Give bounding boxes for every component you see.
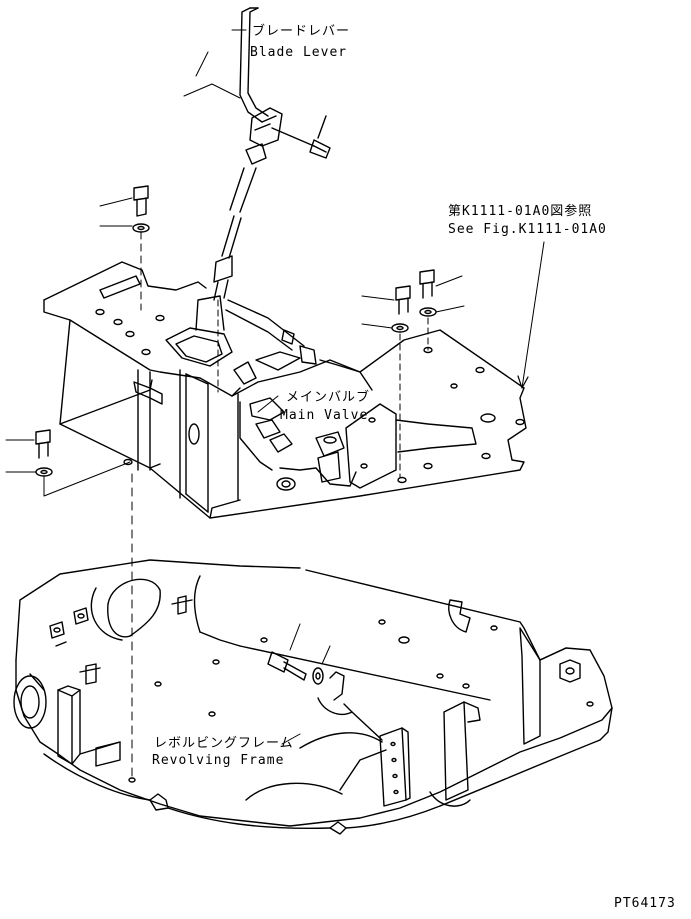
reference-label-en: See Fig.K1111-01A0 [448,222,607,237]
revolving-frame [14,560,612,834]
bolt-left [6,430,130,496]
bolt-top-left [100,186,149,310]
frame-bolt [268,624,330,684]
revolving-frame-label-jp: レボルビングフレーム [154,736,294,751]
bolt-right-lower [362,286,410,478]
lever-bolt [272,116,330,158]
reference-label-jp: 第K1111-01A0図参照 [448,204,593,219]
blade-lever-label-en: Blade Lever [250,45,348,60]
main-valve-label-jp: メインバルブ [286,390,371,405]
main-valve-label-en: Main Valve [280,408,369,423]
blade-lever [214,8,282,300]
floor-plate [44,262,526,518]
blade-lever-label-jp: ブレードレバー [252,24,351,39]
revolving-frame-label-en: Revolving Frame [152,753,285,768]
drawing-number: PT64173 [614,896,676,911]
bolt-right-upper [420,270,464,350]
main-valve [189,300,476,490]
reference-arrow [518,242,544,388]
